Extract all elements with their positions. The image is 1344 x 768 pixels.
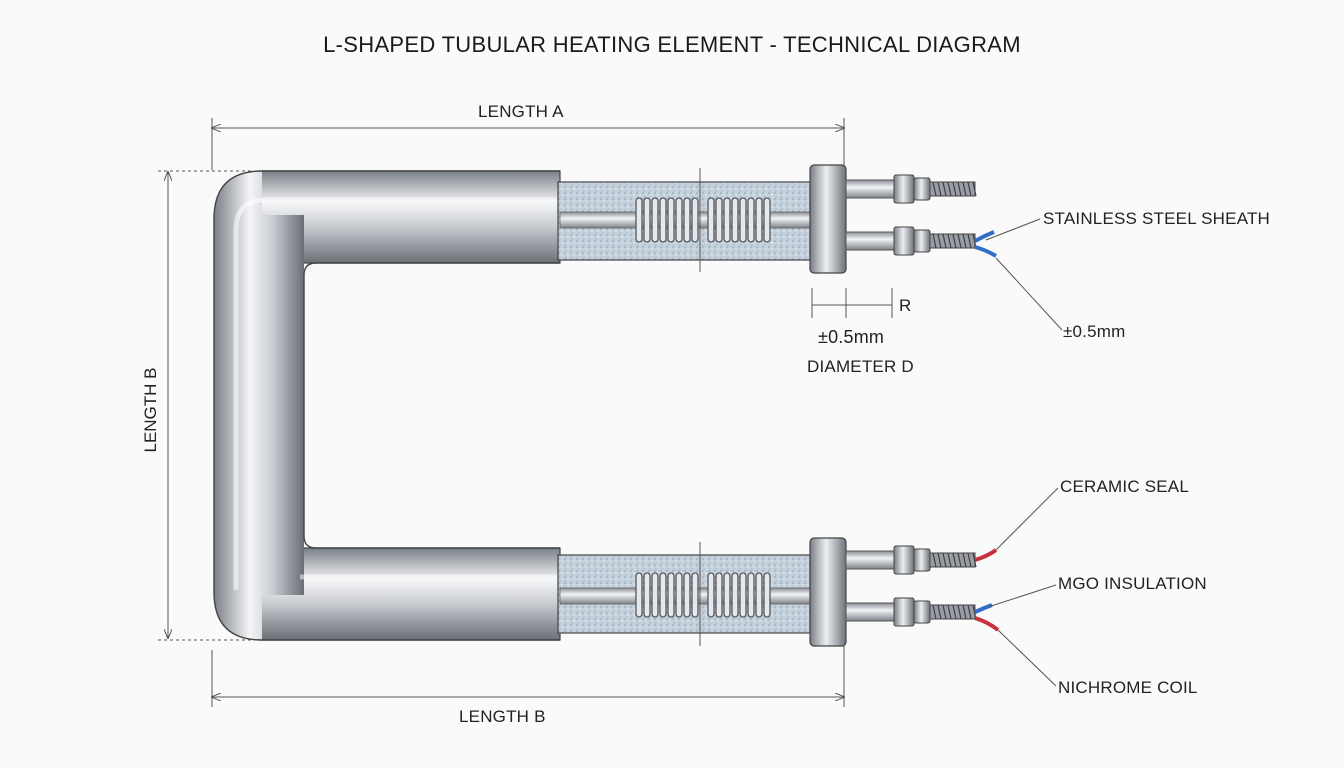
coil-top-b <box>707 197 771 243</box>
callout-ceramic-seal: CERAMIC SEAL <box>1060 477 1189 496</box>
leader-mgo <box>987 584 1057 608</box>
terminal-pins <box>845 174 977 627</box>
callout-mgo-insulation: MGO INSULATION <box>1058 574 1207 593</box>
diagram-title: L-SHAPED TUBULAR HEATING ELEMENT - TECHN… <box>323 32 1021 57</box>
tube-vertical-section <box>214 215 304 595</box>
terminal-pin-1 <box>845 174 977 204</box>
wire-red-1 <box>974 548 998 562</box>
nichrome-coils <box>635 197 771 618</box>
terminal-pin-3 <box>845 545 977 575</box>
callout-nichrome-coil: NICHROME COIL <box>1058 678 1198 697</box>
coil-bottom-b <box>707 572 771 618</box>
leader-ceramic-seal <box>995 487 1059 551</box>
label-length-b-bottom: LENGTH B <box>459 707 546 726</box>
leader-nichrome <box>997 629 1057 687</box>
lead-wires <box>974 230 1000 632</box>
leader-tolerance <box>995 257 1063 331</box>
leader-sheath <box>985 218 1041 241</box>
dimension-lines <box>158 118 1063 707</box>
label-length-a: LENGTH A <box>478 102 564 121</box>
label-tolerance-right: ±0.5mm <box>1063 322 1126 341</box>
coil-bottom-a <box>635 572 699 618</box>
coil-top-a <box>635 197 699 243</box>
wire-blue-3 <box>974 603 993 614</box>
label-tolerance-left: ±0.5mm <box>818 327 885 347</box>
terminal-pin-4 <box>845 597 977 627</box>
tube-top-section <box>259 170 561 264</box>
wire-red-2 <box>974 616 1000 632</box>
terminal-pin-2 <box>845 226 977 256</box>
wire-blue-2 <box>974 245 998 258</box>
flange-top <box>809 164 847 274</box>
flange-bottom <box>809 537 847 647</box>
label-radius: R <box>899 296 912 315</box>
label-length-b-vertical: LENGTH B <box>141 367 160 453</box>
label-diameter: DIAMETER D <box>807 357 914 376</box>
wire-blue-1 <box>974 230 995 243</box>
tube-bottom-section <box>259 547 561 641</box>
callout-sheath: STAINLESS STEEL SHEATH <box>1043 209 1271 228</box>
steel-tube <box>213 170 561 641</box>
